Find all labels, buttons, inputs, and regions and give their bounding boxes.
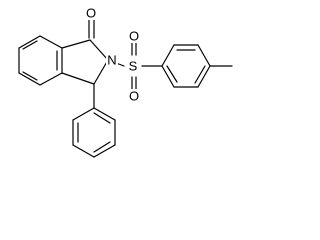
benzo-ring (18, 35, 63, 86)
sulfonyl-group (115, 41, 163, 91)
atom-labels: O N S O O (85, 6, 140, 104)
lactam-ring (61, 19, 109, 85)
atom-label-nitrogen: N (107, 53, 116, 68)
structure-canvas: O N S O O (18, 5, 233, 158)
atom-label-sulfonyl-oxygen-bottom: O (129, 89, 139, 104)
tolyl-ring (161, 44, 233, 88)
atom-label-sulfur: S (129, 59, 138, 74)
chemical-structure: O N S O O (18, 6, 233, 158)
atom-label-carbonyl-oxygen: O (86, 6, 96, 21)
phenyl-ring (72, 83, 116, 158)
atom-label-sulfonyl-oxygen-top: O (129, 29, 139, 44)
